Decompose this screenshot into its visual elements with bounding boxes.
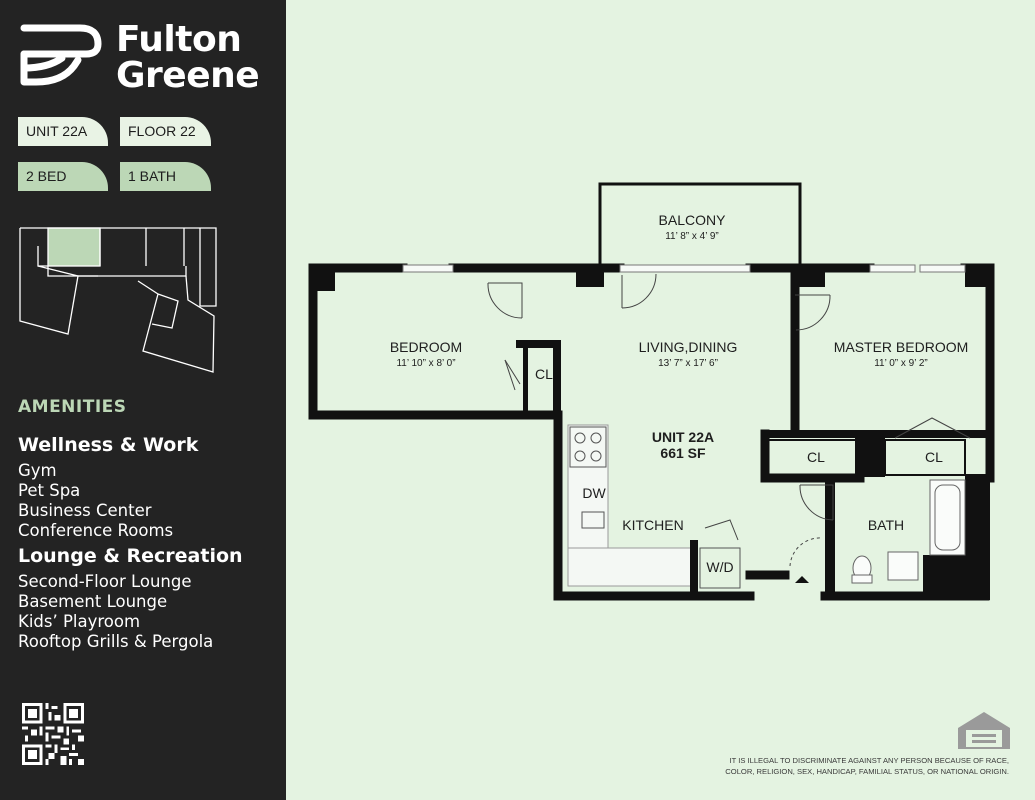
kitchen-label: KITCHEN — [622, 517, 683, 533]
master-bedroom-dims: 11’ 0” x 9’ 2” — [874, 358, 928, 369]
amenity-item: Conference Rooms — [18, 521, 174, 540]
amenity-item: Rooftop Grills & Pergola — [18, 632, 214, 651]
balcony-dims: 11’ 8” x 4’ 9” — [665, 231, 719, 242]
brand-line-2: Greene — [116, 55, 260, 96]
unit-badge: UNIT 22A — [18, 117, 108, 146]
bedroom-label: BEDROOM — [390, 339, 462, 355]
sidebar: Fulton Greene UNIT 22A FLOOR 22 2 BED 1 … — [0, 0, 286, 800]
unit-area: 661 SF — [660, 445, 706, 461]
washer-dryer-label: W/D — [706, 559, 733, 575]
bath-label: BATH — [868, 517, 904, 533]
master-bedroom-label: MASTER BEDROOM — [834, 339, 969, 355]
balcony-label: BALCONY — [659, 212, 727, 228]
fulton-greene-logo-icon — [20, 24, 102, 86]
amenity-item: Basement Lounge — [18, 592, 168, 611]
bedroom-closet-label: CL — [535, 366, 553, 382]
master-closet-label: CL — [925, 449, 943, 465]
amenity-group-title: Wellness & Work — [18, 434, 199, 456]
qr-code-icon — [22, 703, 84, 765]
baths-badge: 1 BATH — [120, 162, 211, 191]
disclaimer-line: COLOR, RELIGION, SEX, HANDICAP, FAMILIAL… — [725, 767, 1009, 776]
disclaimer: IT IS ILLEGAL TO DISCRIMINATE AGAINST AN… — [649, 755, 1009, 777]
disclaimer-line: IT IS ILLEGAL TO DISCRIMINATE AGAINST AN… — [729, 756, 1010, 765]
equal-housing-icon — [958, 712, 1010, 749]
living-label: LIVING,DINING — [639, 339, 738, 355]
floor-badge: FLOOR 22 — [120, 117, 211, 146]
amenity-item: Pet Spa — [18, 481, 81, 500]
amenity-item: Kids’ Playroom — [18, 612, 141, 631]
amenity-item: Business Center — [18, 501, 152, 520]
unit-label: UNIT 22A — [652, 429, 714, 445]
closet-label: CL — [807, 449, 825, 465]
brand-line-1: Fulton — [116, 19, 242, 60]
amenity-group-title: Lounge & Recreation — [18, 545, 243, 567]
bedroom-dims: 11’ 10” x 8’ 0” — [396, 358, 455, 369]
beds-badge: 2 BED — [18, 162, 108, 191]
living-dims: 13’ 7” x 17’ 6” — [658, 358, 718, 369]
amenity-item: Second-Floor Lounge — [18, 572, 192, 591]
amenity-item: Gym — [18, 461, 57, 480]
dishwasher-label: DW — [582, 485, 606, 501]
keyplan-map-icon — [19, 227, 217, 373]
amenities-heading: AMENITIES — [18, 397, 127, 417]
